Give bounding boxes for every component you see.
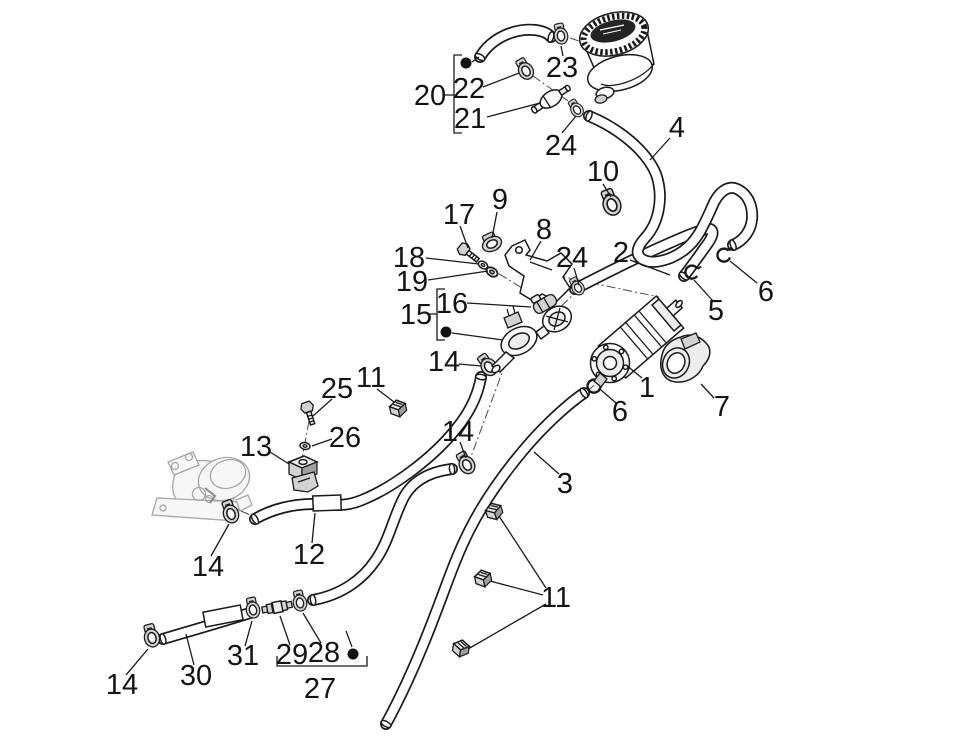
leader-lines (125, 45, 758, 676)
bracket-13 (287, 455, 319, 493)
callout-14-throttle: 14 (192, 551, 224, 583)
callout-6-right: 6 (758, 276, 774, 308)
callout-14-valve: 14 (428, 346, 460, 378)
callout-21: 21 (454, 103, 486, 135)
callout-28: 28 (308, 637, 340, 669)
hose-breather (473, 23, 557, 63)
callout-2: 2 (613, 237, 629, 269)
callout-13: 13 (240, 431, 272, 463)
callout-10: 10 (587, 156, 619, 188)
washer-26 (298, 441, 312, 451)
one-way-valve-21 (530, 84, 571, 114)
bracket-group-27 (276, 656, 368, 667)
callout-labels: 20 22 21 23 24 4 10 2 5 6 9 17 8 18 19 2… (106, 52, 774, 705)
pump-head-disc (541, 305, 573, 333)
callout-7: 7 (714, 391, 730, 423)
hose-4 (583, 109, 759, 268)
callout-1: 1 (639, 372, 655, 404)
clamp-22 (512, 55, 538, 83)
fuel-pump (589, 294, 685, 388)
line-clip-11-upper (387, 397, 409, 420)
bracket-group-15 (429, 288, 445, 341)
line-clip-11-c (450, 637, 472, 660)
callout-15: 15 (400, 299, 432, 331)
callout-18: 18 (393, 242, 425, 274)
clamp-16 (530, 293, 558, 315)
callout-22: 22 (453, 73, 485, 105)
group-15-bullet (440, 326, 452, 338)
fuel-filler-cap (578, 11, 655, 104)
bracket-8 (504, 239, 573, 302)
hoses (157, 23, 759, 730)
callout-9: 9 (492, 184, 508, 216)
callout-27: 27 (304, 673, 336, 705)
three-way-valve (490, 305, 551, 374)
hose-12 (249, 371, 488, 526)
callout-23: 23 (546, 52, 578, 84)
group-27-bullet (347, 648, 359, 660)
clip-6-right (716, 246, 733, 263)
callout-14-rear: 14 (106, 669, 138, 701)
callout-29: 29 (276, 639, 308, 671)
hose-30 (157, 604, 256, 646)
callout-8: 8 (536, 214, 552, 246)
callout-31: 31 (227, 640, 259, 672)
hose-27-return (307, 462, 458, 607)
hose-2 (569, 222, 719, 296)
clamp-28 (290, 588, 309, 613)
union-29 (260, 599, 294, 615)
clamp-14-return (452, 448, 479, 478)
callout-6-pump: 6 (612, 396, 628, 428)
callout-17: 17 (443, 199, 475, 231)
callout-5: 5 (708, 295, 724, 327)
rubber-mount-7 (660, 332, 711, 383)
throttle-body-ghost (151, 451, 253, 522)
callout-26: 26 (329, 422, 361, 454)
clamp-9 (481, 231, 503, 253)
parts (140, 11, 733, 660)
callout-16: 16 (436, 288, 468, 320)
callout-24-mid: 24 (556, 242, 588, 274)
group-20-bullet (460, 57, 472, 69)
clamp-10 (597, 185, 625, 219)
callout-14-return: 14 (442, 416, 474, 448)
callout-20: 20 (414, 80, 446, 112)
callout-11-lower: 11 (541, 582, 571, 614)
bracket-group-20 (444, 54, 462, 134)
callout-24-top: 24 (545, 130, 577, 162)
callout-12: 12 (293, 539, 325, 571)
callout-30: 30 (180, 660, 212, 692)
callout-25: 25 (321, 373, 353, 405)
line-clip-11-b (472, 567, 494, 590)
hose-3 (379, 386, 590, 730)
group-brackets (276, 54, 472, 667)
callout-4: 4 (669, 112, 685, 144)
callout-3: 3 (557, 468, 573, 500)
callout-11-upper: 11 (356, 362, 386, 394)
callout-19: 19 (396, 266, 428, 298)
clamp-14-rear (140, 621, 163, 650)
